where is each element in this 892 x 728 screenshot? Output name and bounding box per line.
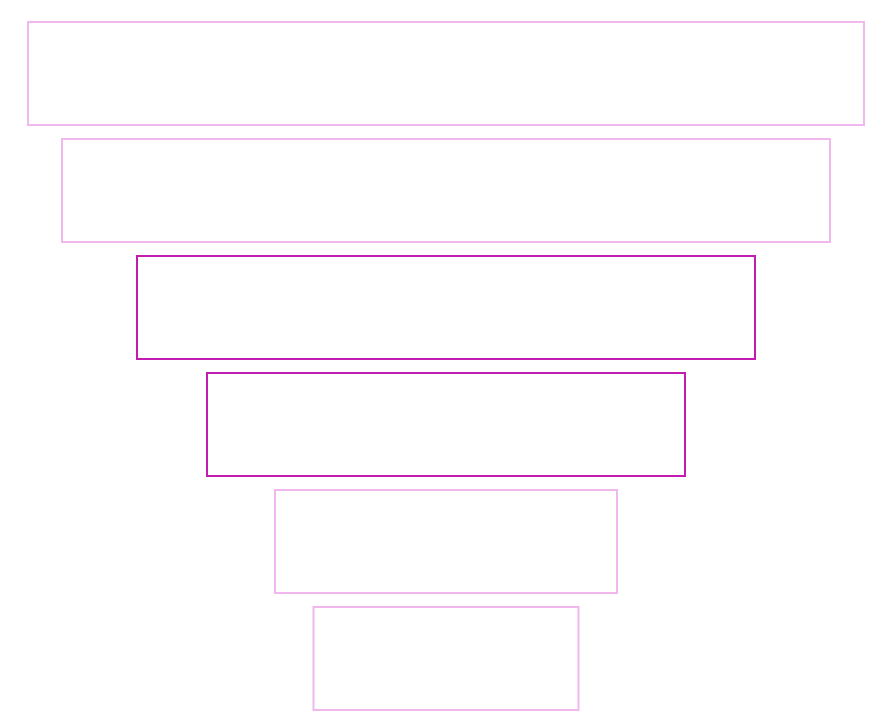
funnel-stage-6	[312, 606, 580, 711]
funnel-stage-5	[274, 489, 618, 594]
funnel-stage-3	[136, 255, 756, 360]
funnel-stage-4	[206, 372, 686, 477]
funnel-stage-2	[61, 138, 831, 243]
funnel-stage-1	[27, 21, 865, 126]
